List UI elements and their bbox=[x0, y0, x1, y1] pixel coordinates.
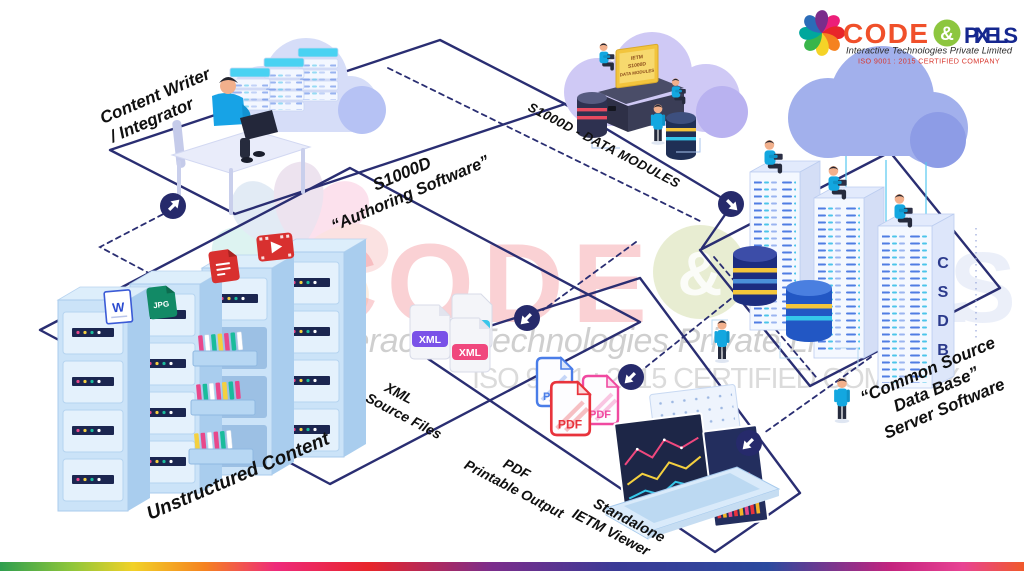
csdb-letter-b: B bbox=[937, 342, 949, 359]
logo-pixels-text: PIXELS bbox=[964, 23, 1018, 48]
logo-pinwheel-icon bbox=[796, 7, 848, 59]
data-modules-scene: IETM S1000D DATA MODULES bbox=[564, 32, 748, 160]
dashed-data-modules-flow bbox=[387, 67, 703, 223]
logo-iso-text: ISO 9001 : 2015 CERTIFIED COMPANY bbox=[858, 57, 1000, 66]
arrow-badge-down-left-icon bbox=[514, 305, 540, 331]
flow-arrow-badges bbox=[160, 191, 762, 456]
dashed-csdb-to-xml bbox=[542, 241, 637, 311]
box-line2-text: S1000D bbox=[628, 61, 646, 70]
pdf-badge-text: PDF bbox=[558, 417, 582, 431]
xml-source-label: XML Source Files bbox=[363, 379, 444, 443]
csdb-letter-d: D bbox=[937, 313, 949, 330]
xml-badge-text: XML bbox=[419, 334, 442, 346]
database-icon bbox=[666, 112, 696, 160]
unstructured-scene: W JPG bbox=[56, 232, 368, 512]
cabinet-column bbox=[56, 286, 152, 512]
dashed-csdb-to-viewer bbox=[763, 356, 872, 434]
pdf-output-label: PDF Printable Output bbox=[462, 455, 568, 522]
database-icon bbox=[577, 92, 607, 138]
outputs-scene: XML XML PDF PDF PDF bbox=[409, 293, 781, 540]
csdb-letter-s: S bbox=[938, 284, 949, 301]
logo-code-text: CODE bbox=[843, 18, 929, 49]
code-pixels-logo: CODE & PIXELS Interactive Technologies P… bbox=[796, 7, 1018, 66]
arrow-badge-down-right-icon bbox=[718, 191, 744, 217]
open-drawer-folders bbox=[188, 331, 258, 465]
jpg-letters: JPG bbox=[153, 299, 170, 310]
authoring-scene bbox=[170, 38, 386, 215]
word-letter: W bbox=[112, 299, 126, 315]
circuit-lines bbox=[711, 319, 859, 368]
word-doc-icon: W bbox=[103, 289, 134, 325]
box-line1-text: IETM bbox=[631, 54, 643, 62]
logo-tagline-text: Interactive Technologies Private Limited bbox=[846, 46, 1013, 56]
laptop-icon bbox=[240, 110, 278, 140]
circuit-lines bbox=[591, 136, 701, 153]
csdb-letters: C S D B bbox=[937, 255, 949, 359]
rainbow-footer-bar bbox=[0, 562, 1024, 571]
arrow-badge-up-right-icon bbox=[160, 193, 186, 219]
data-modules-box-icon: IETM S1000D DATA MODULES bbox=[598, 43, 684, 132]
logo-amp-text: & bbox=[940, 24, 954, 45]
pdf-badge-text: PDF bbox=[589, 409, 611, 421]
content-writer-figure bbox=[170, 77, 312, 215]
database-icon bbox=[733, 246, 777, 306]
ietm-viewer-laptop bbox=[604, 384, 781, 540]
plate-csdb bbox=[698, 150, 1002, 388]
pdf-file-icon: PDF bbox=[581, 374, 620, 426]
watermark-amp-circle bbox=[653, 225, 747, 319]
pdf-file-icon: PDF bbox=[549, 380, 592, 437]
xml-badge-text: XML bbox=[459, 347, 482, 359]
server-stack-icon bbox=[229, 47, 339, 112]
arrow-badge-down-left-icon bbox=[618, 364, 644, 390]
xml-file-icon: XML bbox=[409, 304, 451, 360]
box-line3-text: DATA MODULES bbox=[620, 68, 655, 78]
connector-badge-to-csdb bbox=[700, 207, 731, 250]
video-file-icon bbox=[256, 232, 295, 262]
csdb-letter-c: C bbox=[937, 255, 949, 272]
cloud-icon bbox=[788, 46, 968, 168]
arrow-badge-down-left-icon bbox=[736, 430, 762, 456]
jpg-file-icon: JPG bbox=[146, 285, 178, 320]
logo-amp-circle bbox=[933, 19, 961, 47]
plate-outputs bbox=[413, 276, 802, 554]
xml-file-icon: XML bbox=[449, 317, 491, 373]
csdb-scene: C S D B bbox=[711, 46, 968, 424]
database-icon bbox=[786, 280, 832, 342]
server-tower-csdb-icon bbox=[877, 213, 955, 389]
red-file-icon bbox=[208, 249, 240, 284]
